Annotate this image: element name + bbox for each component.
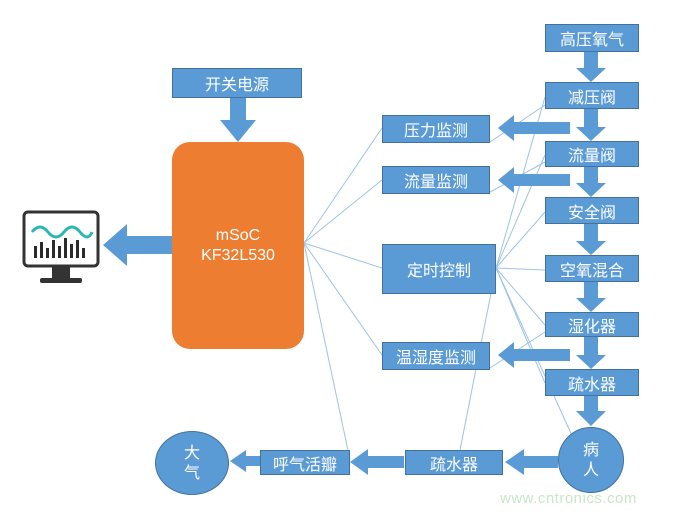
flow-arrows [103, 52, 606, 475]
exhale-valve-label: 呼气活瓣 [272, 454, 337, 474]
oxygen-box: 高压氧气 [545, 24, 639, 52]
pressure-monitor-label: 压力监测 [403, 121, 468, 140]
flow-monitor-box: 流量监测 [382, 166, 490, 194]
power-supply-box: 开关电源 [172, 68, 302, 98]
flow-monitor-label: 流量监测 [403, 172, 468, 191]
monitor-icon [22, 210, 100, 283]
air-oxygen-mixer-label: 空氧混合 [559, 260, 624, 280]
humidifier-box: 湿化器 [545, 312, 639, 337]
reducer-valve-label: 减压阀 [567, 87, 616, 107]
atmosphere-node: 大 气 [155, 431, 229, 495]
exhaust-drain-box: 疏水器 [405, 450, 503, 475]
temp-humidity-monitor-label: 温湿度监测 [395, 348, 476, 367]
reducer-valve-box: 减压阀 [545, 82, 639, 109]
safety-valve-box: 安全阀 [545, 197, 639, 224]
humidifier-label: 湿化器 [567, 316, 616, 336]
mcu-model: KF32L530 [201, 246, 275, 264]
patient-node: 病 人 [558, 427, 624, 493]
flow-valve-box: 流量阀 [545, 141, 639, 167]
pressure-monitor-box: 压力监测 [382, 115, 490, 143]
air-oxygen-mixer-box: 空氧混合 [545, 255, 639, 282]
exhale-valve-box: 呼气活瓣 [260, 450, 350, 475]
atmosphere-label-2: 气 [183, 463, 200, 482]
timer-control-label: 定时控制 [406, 261, 471, 280]
patient-label-1: 病 [582, 440, 599, 459]
timer-control-box: 定时控制 [382, 244, 496, 294]
oxygen-label: 高压氧气 [559, 30, 624, 49]
exhaust-drain-label: 疏水器 [429, 454, 478, 474]
power-supply-label: 开关电源 [204, 75, 269, 94]
watermark: www.cntronics.com [500, 490, 637, 507]
drain-box: 疏水器 [545, 369, 639, 396]
patient-label-2: 人 [582, 460, 599, 479]
mcu-name: mSoC [215, 226, 261, 244]
flow-valve-label: 流量阀 [567, 146, 616, 165]
drain-label: 疏水器 [567, 374, 616, 394]
mcu-block: mSoC KF32L530 [172, 142, 304, 349]
temp-humidity-monitor-box: 温湿度监测 [382, 342, 490, 370]
safety-valve-label: 安全阀 [567, 202, 616, 222]
atmosphere-label-1: 大 [183, 443, 200, 462]
